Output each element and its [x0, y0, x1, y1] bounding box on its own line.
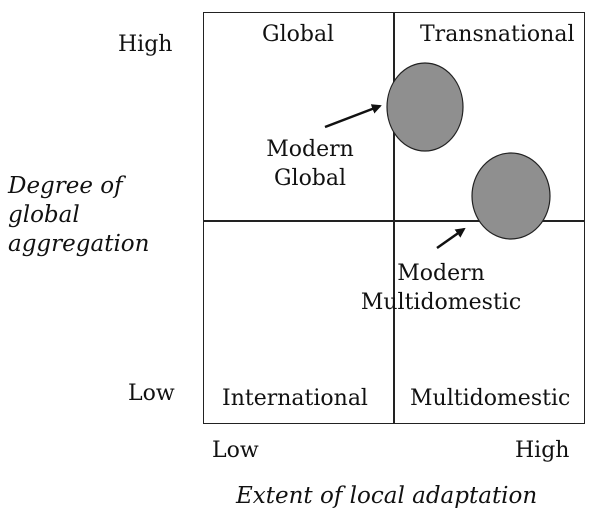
- quadrant-label-global: Global: [262, 22, 335, 47]
- quadrant-label-multidomestic: Multidomestic: [410, 386, 571, 411]
- y-axis-title-line-2: global: [8, 201, 80, 228]
- modern-multidomestic-label: Modern Multidomestic: [356, 260, 526, 317]
- modern-multidomestic-label-line-2: Multidomestic: [360, 289, 522, 315]
- x-axis-title: Extent of local adaptation: [236, 483, 538, 509]
- y-axis-title-line-3: aggregation: [8, 230, 150, 257]
- modern-global-circle: [386, 62, 464, 152]
- modern-global-label-line-1: Modern: [266, 137, 354, 162]
- y-axis-high-label: High: [118, 32, 173, 57]
- y-axis-low-label: Low: [128, 381, 175, 406]
- quadrant-label-transnational: Transnational: [420, 22, 575, 47]
- y-axis-title: Degree of global aggregation: [8, 172, 149, 258]
- modern-multidomestic-arrow: [436, 227, 466, 250]
- x-axis-high-label: High: [515, 438, 570, 463]
- horizontal-divider: [203, 220, 585, 222]
- x-axis-low-label: Low: [212, 438, 259, 463]
- modern-global-label: Modern Global: [262, 136, 358, 193]
- modern-multidomestic-circle: [471, 152, 551, 240]
- y-axis-title-line-1: Degree of: [8, 173, 123, 199]
- modern-global-label-line-2: Global: [273, 165, 347, 191]
- vertical-divider: [393, 12, 395, 424]
- modern-global-arrow: [324, 104, 382, 129]
- quadrant-label-international: International: [222, 386, 368, 411]
- modern-multidomestic-label-line-1: Modern: [397, 261, 485, 286]
